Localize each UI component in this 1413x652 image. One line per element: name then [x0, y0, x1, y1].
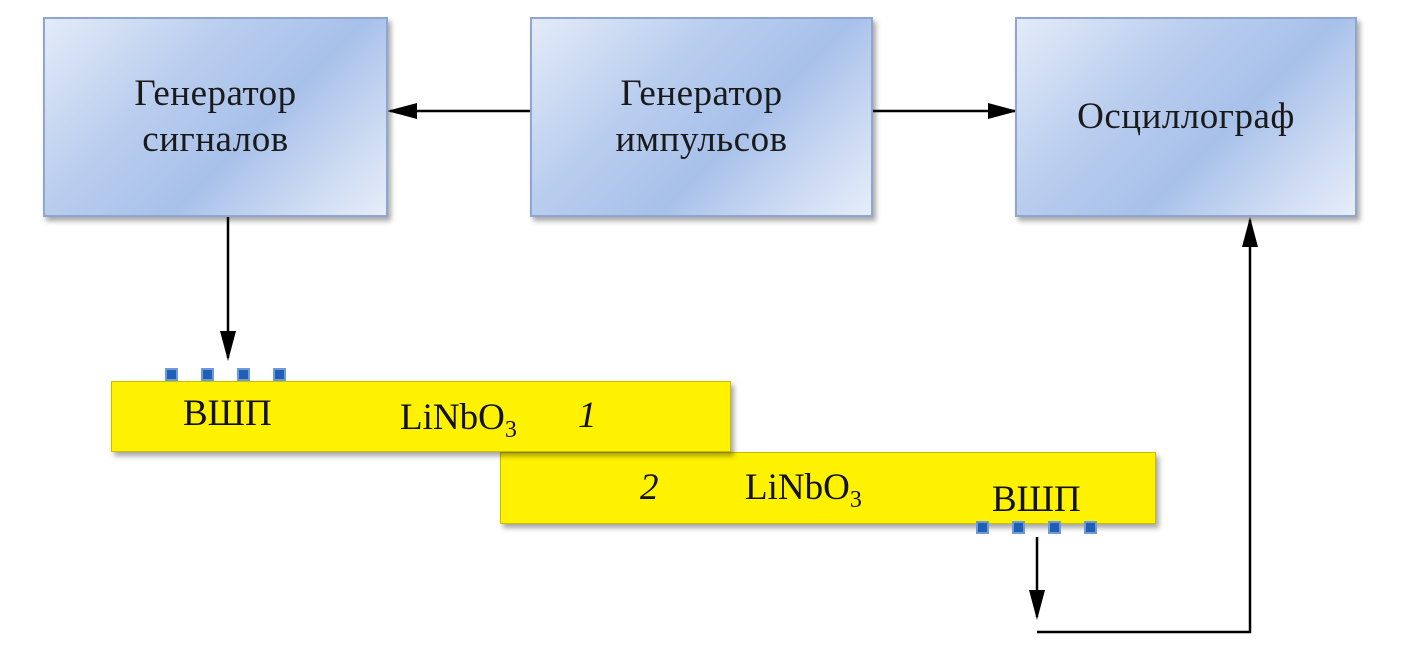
transducer-electrode-icon — [237, 368, 250, 381]
lithium-niobate-plate-1 — [111, 381, 731, 452]
pulse-generator-label-line1: Генератор — [620, 73, 783, 114]
transducer-electrode-icon — [273, 368, 286, 381]
plate-2-material-formula: LiNbO — [745, 467, 850, 508]
oscilloscope-block: Осциллограф — [1015, 17, 1357, 217]
lithium-niobate-plate-2 — [500, 452, 1156, 524]
pulse-generator-label-line2: импульсов — [615, 119, 788, 160]
plate-2-material-subscript: 3 — [849, 487, 862, 513]
transducer-electrode-icon — [165, 368, 178, 381]
plate-1-transducer-label: ВШП — [183, 393, 272, 434]
plate-2-material-label: LiNbO3 — [745, 467, 862, 513]
plate-2-transducer-label: ВШП — [992, 479, 1081, 520]
plate-1-material-formula: LiNbO — [400, 397, 505, 438]
transducer-electrode-icon — [976, 521, 989, 534]
signal-generator-label-line1: Генератор — [134, 73, 297, 114]
plate-1-material-subscript: 3 — [504, 417, 517, 443]
transducer-electrode-icon — [1084, 521, 1097, 534]
pulse-generator-block: Генератор импульсов — [530, 17, 873, 217]
plate-2-number: 2 — [640, 467, 659, 508]
transducer-electrode-icon — [1048, 521, 1061, 534]
signal-generator-label-line2: сигналов — [142, 119, 289, 160]
transducer-electrode-icon — [1012, 521, 1025, 534]
plate-1-material-label: LiNbO3 — [400, 397, 517, 443]
oscilloscope-label: Осциллограф — [1077, 96, 1295, 137]
transducer-electrode-icon — [201, 368, 214, 381]
signal-generator-block: Генератор сигналов — [43, 17, 388, 217]
plate-1-number: 1 — [578, 395, 597, 436]
arrow-return-to-oscilloscope — [1037, 217, 1258, 634]
